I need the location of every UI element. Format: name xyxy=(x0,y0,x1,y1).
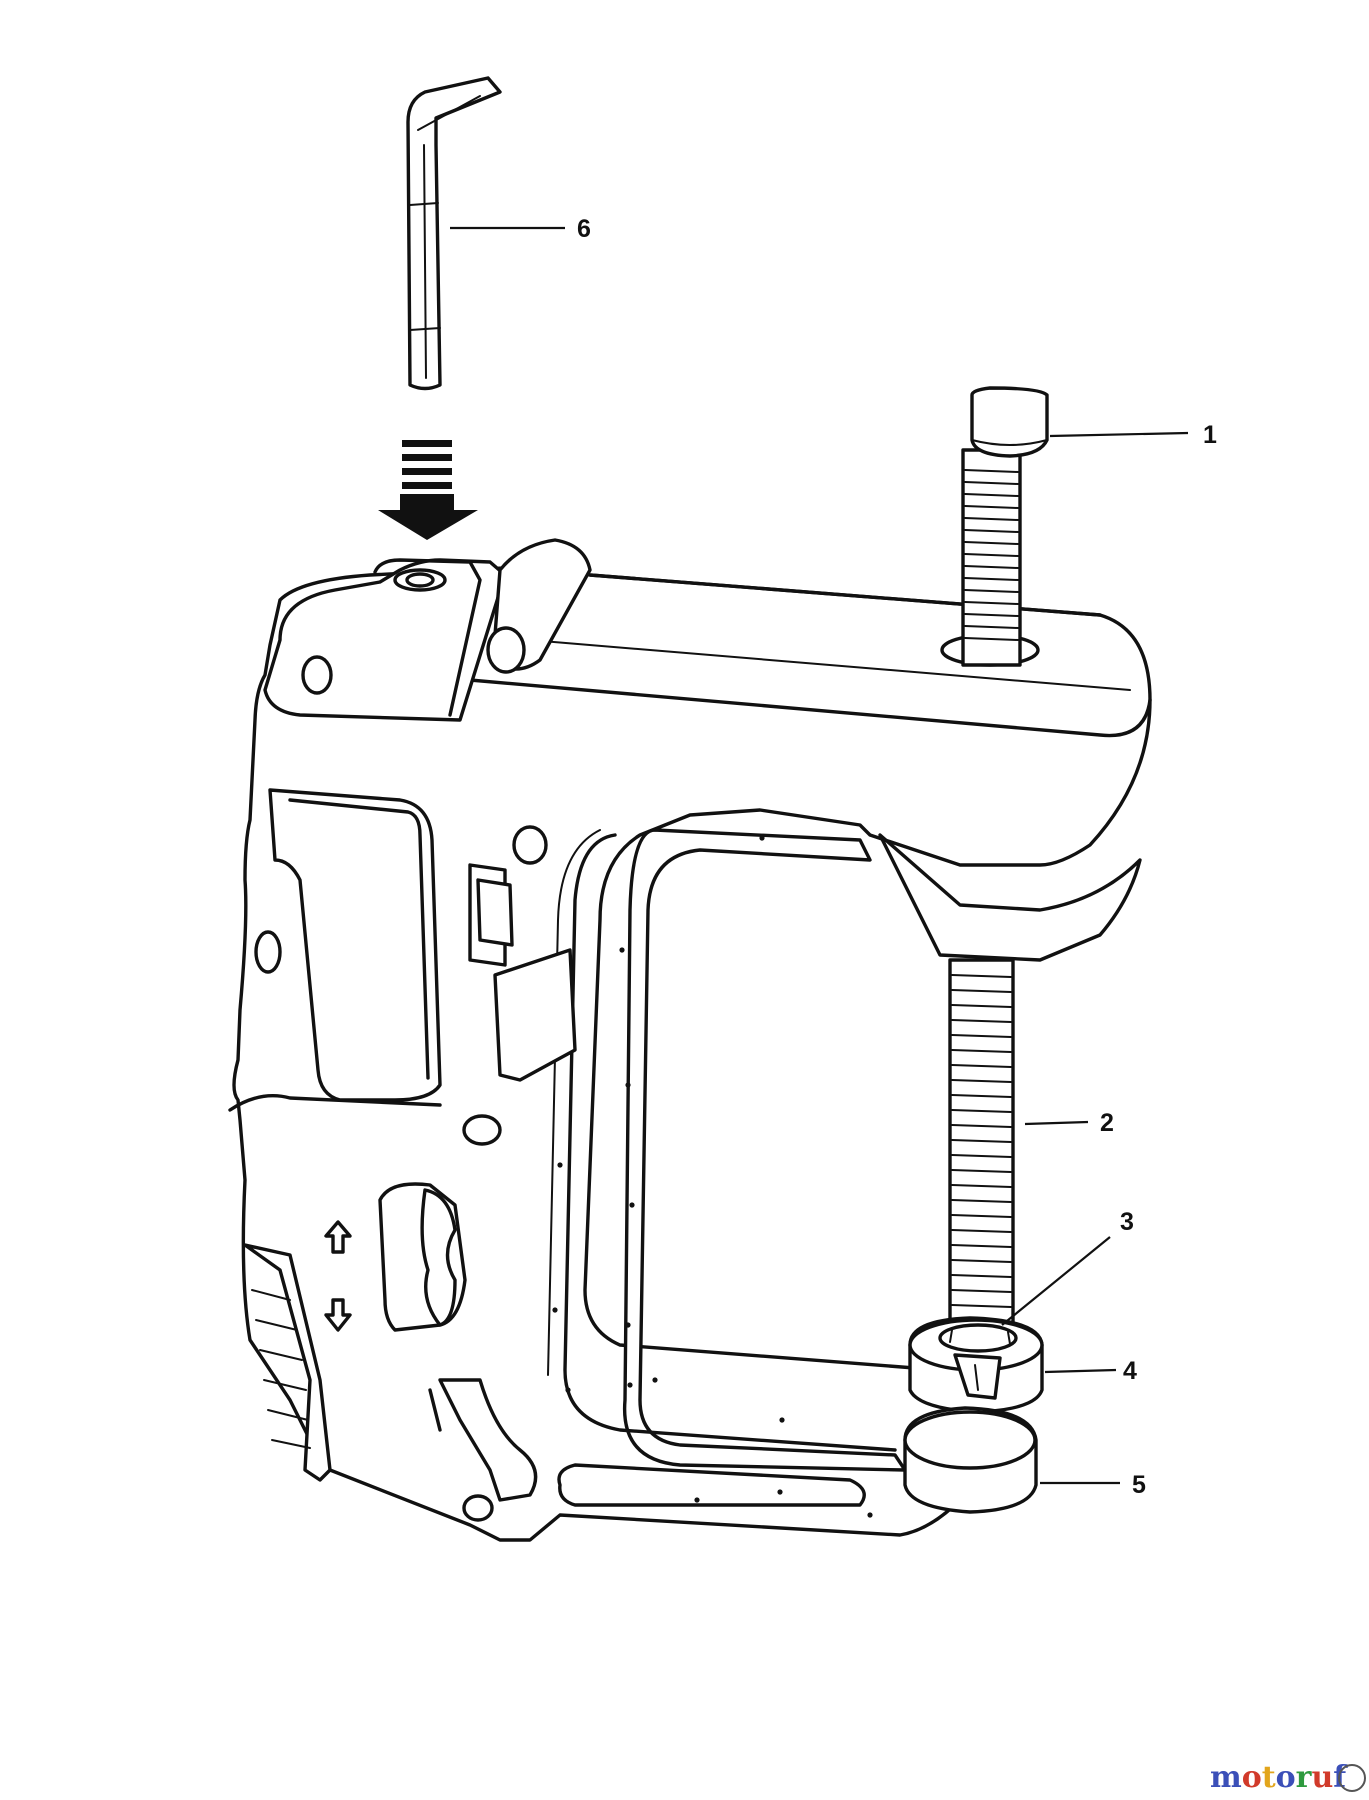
callout-3: 3 xyxy=(1120,1208,1134,1236)
callout-1: 1 xyxy=(1203,421,1217,449)
callout-2: 2 xyxy=(1100,1109,1114,1137)
watermark-logo: motoruf xyxy=(1210,1760,1366,1795)
callout-5: 5 xyxy=(1132,1471,1146,1499)
insert-direction-arrow-icon xyxy=(378,440,478,540)
callout-6: 6 xyxy=(577,215,591,243)
swivel-pad xyxy=(908,1316,1044,1414)
leader-lines xyxy=(450,226,1189,1485)
watermark-letter: o xyxy=(1242,1760,1262,1795)
watermark-letter: f xyxy=(1333,1760,1348,1795)
watermark-letter: u xyxy=(1311,1760,1333,1795)
hex-key-icon xyxy=(406,76,502,391)
direction-up-arrow-icon xyxy=(324,1220,352,1254)
callout-4: 4 xyxy=(1123,1357,1137,1385)
direction-down-arrow-icon xyxy=(324,1298,352,1332)
watermark-letter: t xyxy=(1262,1760,1276,1795)
svg-text:motoruf: motoruf xyxy=(1210,1760,1348,1795)
spindle-screw xyxy=(878,386,1142,1332)
watermark-letter: m xyxy=(1210,1760,1242,1795)
watermark-letter: r xyxy=(1296,1760,1313,1795)
watermark-letter: o xyxy=(1276,1760,1296,1795)
spare-pad xyxy=(903,1406,1038,1514)
